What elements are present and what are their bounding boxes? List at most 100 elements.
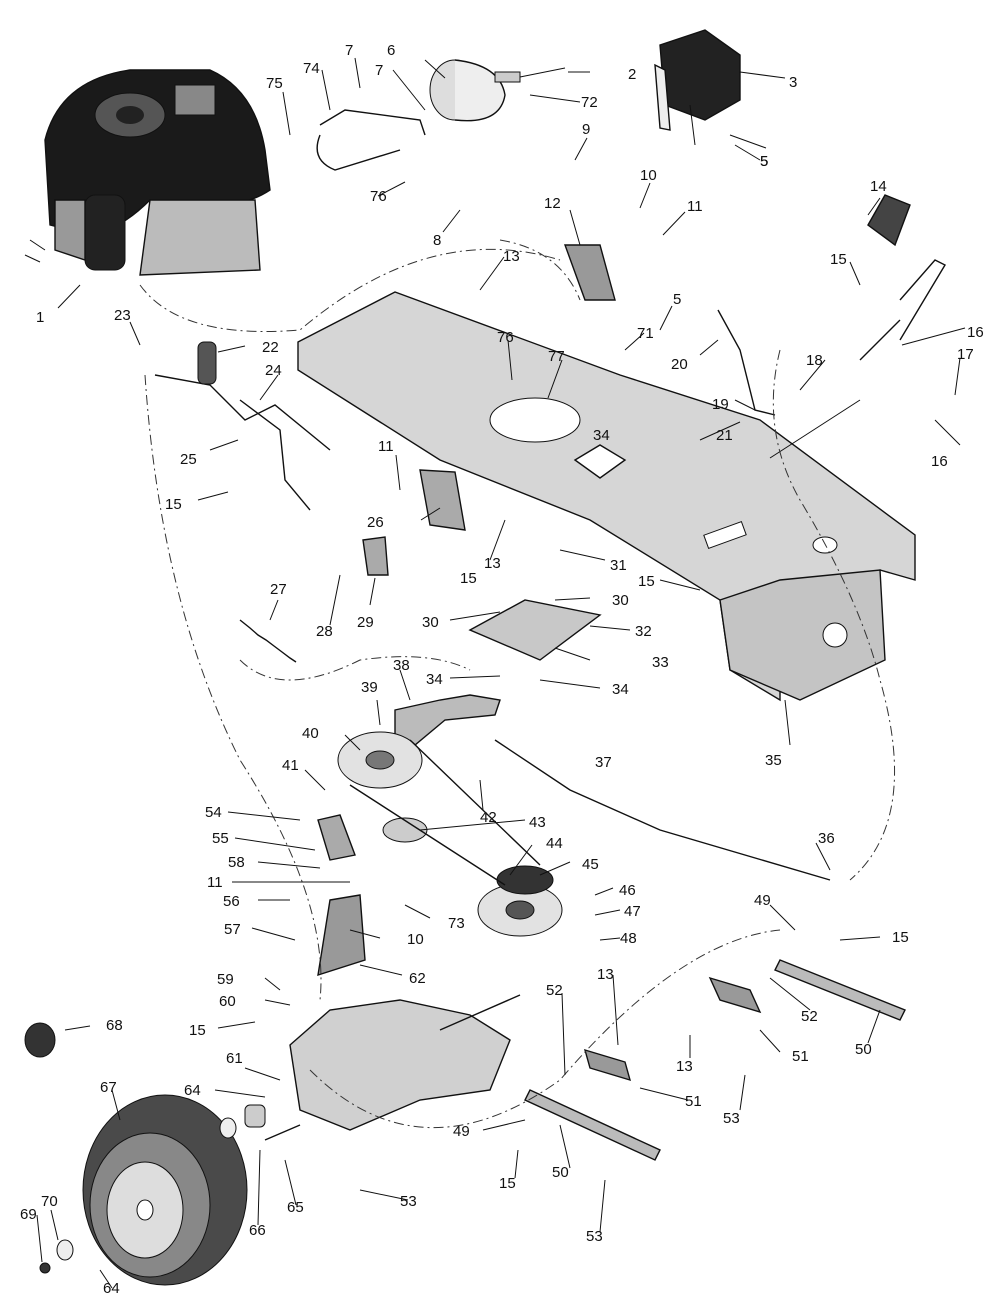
callout-7: 7 [345,42,353,59]
callout-9: 9 [582,121,590,138]
callout-77: 77 [548,348,565,365]
callout-30: 30 [422,614,439,631]
callout-68: 68 [106,1017,123,1034]
callout-15: 15 [830,251,847,268]
callout-38: 38 [393,657,410,674]
callout-14: 14 [870,178,887,195]
callout-6: 6 [387,42,395,59]
callout-36: 36 [818,830,835,847]
callout-21: 21 [716,427,733,444]
engine-part [24,69,271,276]
callout-45: 45 [582,856,599,873]
callout-11b: 11 [378,438,394,455]
callout-33: 33 [652,654,669,671]
callout-41: 41 [282,757,299,774]
callout-60: 60 [219,993,236,1010]
callout-5: 5 [760,153,768,170]
callout-69: 69 [20,1206,37,1223]
callout-20: 20 [671,356,688,373]
callout-34c: 34 [612,681,629,698]
callout-48: 48 [620,930,637,947]
callout-65: 65 [287,1199,304,1216]
callout-15c: 15 [638,573,655,590]
callout-56: 56 [223,893,240,910]
callout-8: 8 [433,232,441,249]
callout-71: 71 [637,325,654,342]
callout-66: 66 [249,1222,266,1239]
wheel-part [39,1094,248,1286]
callout-13c: 13 [597,966,614,983]
callout-55: 55 [212,830,229,847]
callout-10: 10 [640,167,657,184]
callout-26: 26 [367,514,384,531]
callout-35: 35 [765,752,782,769]
callout-22: 22 [262,339,279,356]
callout-62: 62 [409,970,426,987]
callout-67: 67 [100,1079,117,1096]
callout-15b: 15 [165,496,182,513]
callout-47: 47 [624,903,641,920]
callout-15g: 15 [499,1175,516,1192]
callout-44: 44 [546,835,563,852]
callout-49b: 49 [453,1123,470,1140]
callout-15e: 15 [892,929,909,946]
callout-37: 37 [595,754,612,771]
callout-34b: 34 [426,671,443,688]
callout-29: 29 [357,614,374,631]
callout-61: 61 [226,1050,243,1067]
callout-2: 2 [628,66,636,83]
callout-64b: 64 [103,1280,120,1295]
callout-30b: 30 [612,592,629,609]
callout-39: 39 [361,679,378,696]
callout-19: 19 [712,396,729,413]
callout-15f: 15 [189,1022,206,1039]
callout-52: 52 [546,982,563,999]
callout-50b: 50 [552,1164,569,1181]
callout-51b: 51 [685,1093,702,1110]
callout-58: 58 [228,854,245,871]
callout-54: 54 [205,804,222,821]
callout-76b: 76 [370,188,387,205]
callout-57: 57 [224,921,241,938]
callout-74: 74 [303,60,320,77]
callout-27: 27 [270,581,287,598]
callout-23: 23 [114,307,131,324]
callout-13: 13 [503,248,520,265]
callout-1: 1 [36,309,44,326]
frame-part [297,291,916,702]
callout-53c: 53 [586,1228,603,1245]
muffler-part [316,59,566,171]
callout-17: 17 [957,346,974,363]
callout-40: 40 [302,725,319,742]
callout-53b: 53 [400,1193,417,1210]
callout-16: 16 [967,324,984,341]
callout-13b: 13 [484,555,501,572]
callout-64: 64 [184,1082,201,1099]
callout-7b: 7 [375,62,383,79]
callout-24: 24 [265,362,282,379]
callout-75: 75 [266,75,283,92]
callout-18: 18 [806,352,823,369]
callout-15d: 15 [460,570,477,587]
callout-70: 70 [41,1193,58,1210]
callout-73: 73 [448,915,465,932]
callout-5c: 5 [760,153,768,170]
callout-43: 43 [529,814,546,831]
heat-shield-part [654,29,741,146]
callout-5b: 5 [673,291,681,308]
callout-12: 12 [544,195,561,212]
callout-72: 72 [581,94,598,111]
callout-46: 46 [619,882,636,899]
callout-3: 3 [789,74,797,91]
callout-50: 50 [855,1041,872,1058]
callout-10b: 10 [407,931,424,948]
callout-13d: 13 [676,1058,693,1075]
callout-76: 76 [497,329,514,346]
callout-49: 49 [754,892,771,909]
callout-32: 32 [635,623,652,640]
callout-51: 51 [792,1048,809,1065]
callout-11c: 11 [207,874,223,891]
callout-31: 31 [610,557,627,574]
callout-25: 25 [180,451,197,468]
callout-11: 11 [687,198,703,215]
